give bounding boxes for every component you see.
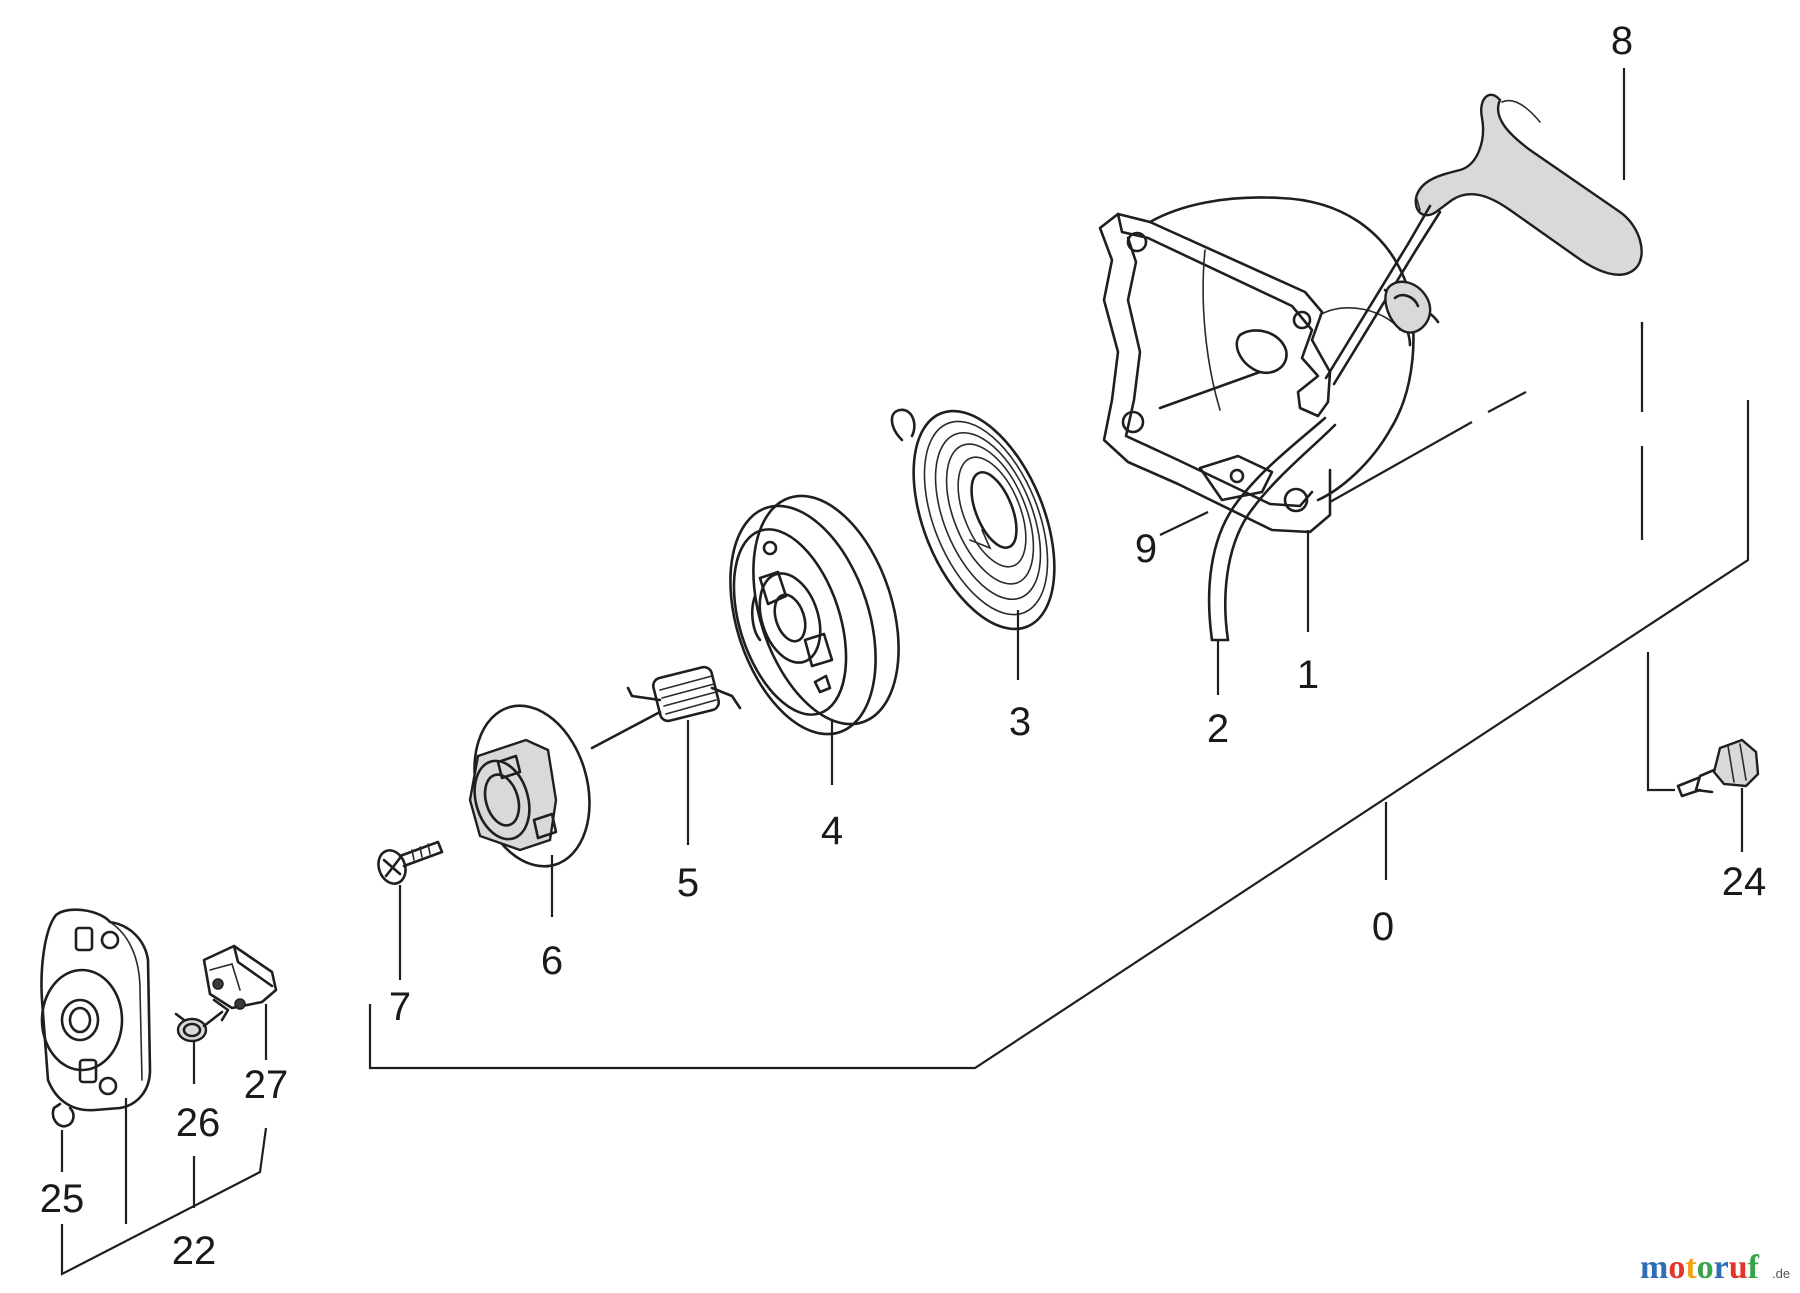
label-part-6: 6: [541, 939, 563, 983]
bolt: [1676, 738, 1760, 798]
pawl: [202, 944, 278, 1022]
watermark-letter: m: [1640, 1249, 1668, 1286]
clip: [51, 1102, 75, 1128]
label-part-24: 24: [1722, 860, 1767, 904]
watermark-suffix: .de: [1772, 1266, 1790, 1281]
label-part-25: 25: [40, 1177, 85, 1221]
pawl-spring: [590, 665, 742, 750]
watermark-letter: r: [1714, 1249, 1729, 1286]
leader-lines: [60, 68, 1750, 1276]
label-part-3: 3: [1009, 700, 1031, 744]
watermark-letter: t: [1685, 1249, 1697, 1286]
screw: [377, 840, 444, 885]
label-part-5: 5: [677, 861, 699, 905]
starter-handle: [1324, 93, 1643, 386]
svg-text:motoruf: motoruf: [1640, 1249, 1760, 1286]
watermark-letter: o: [1697, 1249, 1714, 1286]
part-labels: 0 1 2 3 4 5 6 7 8 9 22 24 25 26 27: [40, 19, 1767, 1273]
label-part-7: 7: [389, 985, 411, 1029]
ratchet-hub: [468, 704, 591, 868]
torsion-spring: [174, 1010, 224, 1043]
label-part-1: 1: [1297, 653, 1319, 697]
label-part-4: 4: [821, 809, 843, 853]
label-part-9: 9: [1135, 527, 1157, 571]
watermark-letter: u: [1729, 1249, 1748, 1286]
label-part-8: 8: [1611, 19, 1633, 63]
label-part-22: 22: [172, 1229, 217, 1273]
starter-cover: [40, 908, 152, 1112]
watermark-logo: motoruf .de: [1640, 1249, 1790, 1286]
label-part-0: 0: [1372, 905, 1394, 949]
starter-rope: [1207, 416, 1337, 642]
recoil-spring: [890, 408, 1056, 631]
label-part-26: 26: [176, 1101, 221, 1145]
rope-pulley: [729, 494, 900, 736]
starter-housing: [1098, 196, 1440, 534]
label-part-2: 2: [1207, 707, 1229, 751]
watermark-letter: f: [1748, 1249, 1760, 1286]
label-part-27: 27: [244, 1063, 289, 1107]
watermark-letter: o: [1668, 1249, 1685, 1286]
